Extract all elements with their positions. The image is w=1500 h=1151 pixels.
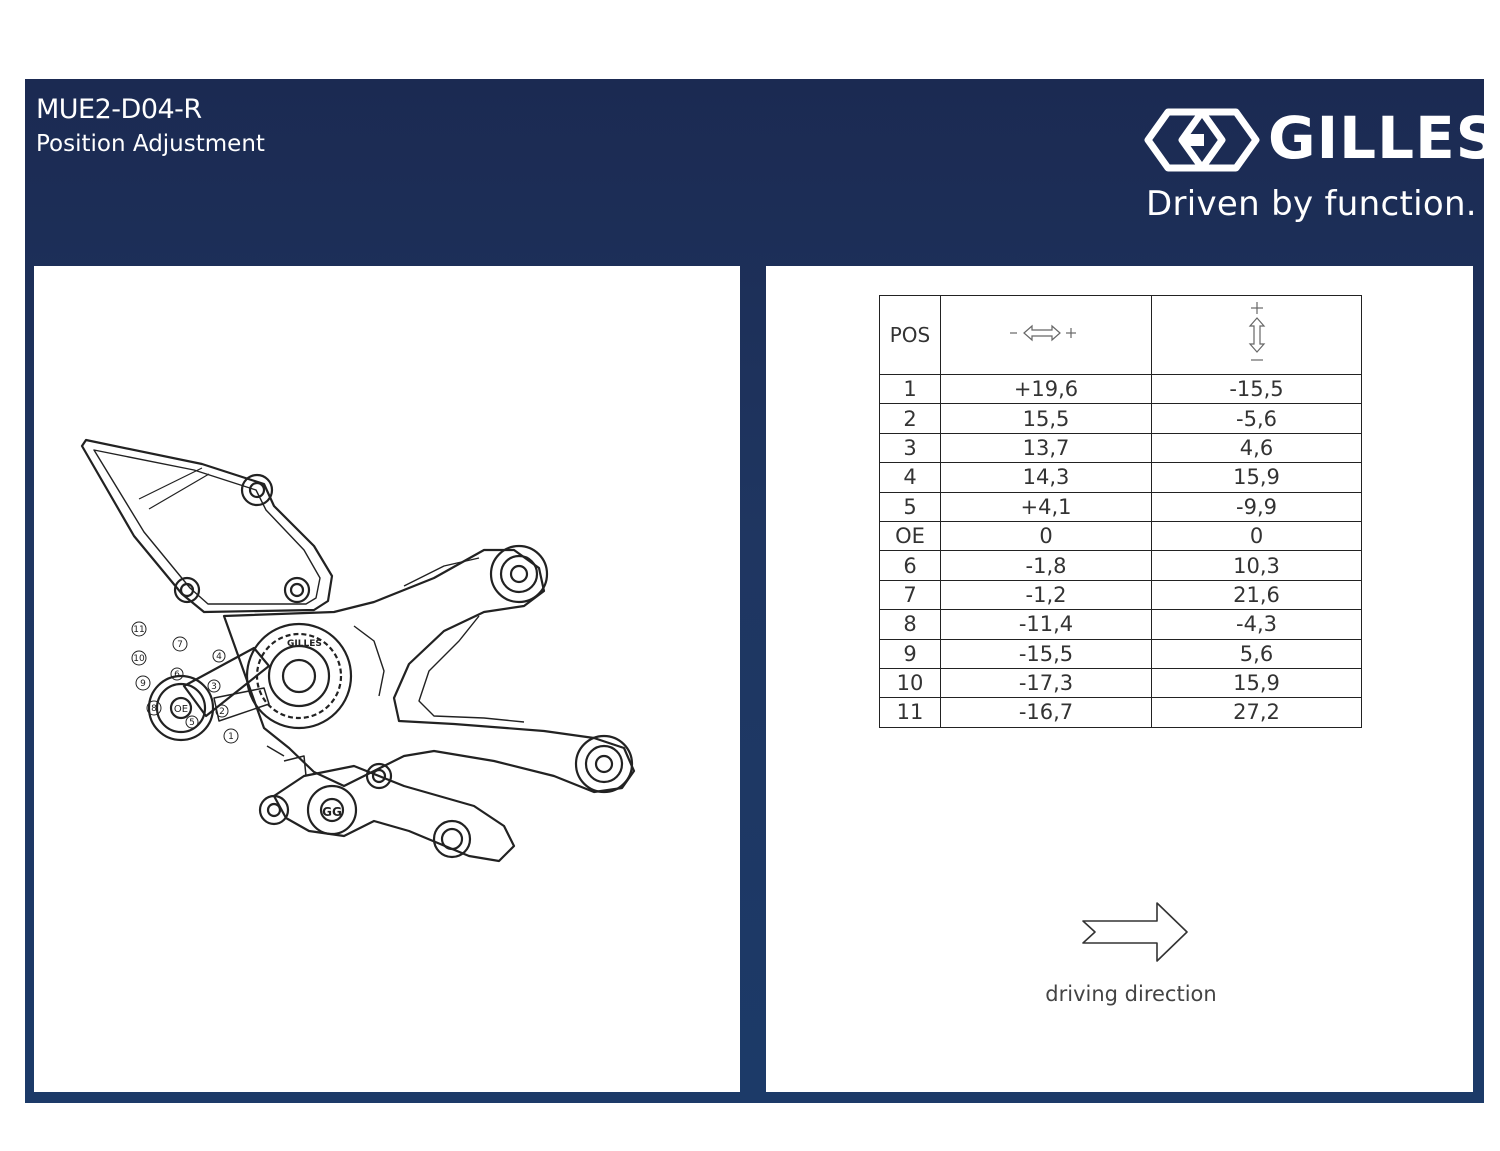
pos-cell: 4 (879, 462, 941, 493)
table-header-row: POS (879, 295, 1362, 375)
horizontal-cell: -1,2 (940, 579, 1152, 611)
svg-text:8: 8 (151, 704, 157, 714)
vertical-cell: -15,5 (1151, 373, 1362, 405)
svg-text:OE: OE (174, 704, 188, 715)
pos-cell: 8 (879, 609, 941, 640)
horizontal-adjust-arrows-icon (1010, 324, 1076, 342)
drawing-panel: GG GILLES OE 11 10 9 8 7 6 5 4 3 2 1 (34, 266, 740, 1092)
svg-text:4: 4 (216, 652, 222, 662)
svg-text:1: 1 (228, 732, 234, 742)
pos-cell: 9 (879, 638, 941, 669)
rearset-drawing: GG GILLES OE 11 10 9 8 7 6 5 4 3 2 1 (80, 438, 636, 863)
horizontal-cell: +19,6 (940, 373, 1152, 405)
vertical-cell: 10,3 (1151, 550, 1362, 581)
svg-text:10: 10 (133, 654, 145, 664)
svg-text:2: 2 (219, 707, 225, 717)
vertical-cell: 21,6 (1151, 579, 1362, 611)
vertical-cell: 15,9 (1151, 667, 1362, 699)
vertical-cell: 27,2 (1151, 697, 1362, 728)
pos-cell: 7 (879, 579, 941, 611)
document-subtitle: Position Adjustment (36, 131, 265, 157)
svg-text:GILLES: GILLES (287, 639, 322, 649)
pos-cell: 3 (879, 432, 941, 464)
vertical-cell: -5,6 (1151, 403, 1362, 434)
heel-plate (80, 438, 334, 614)
vertical-cell: -4,3 (1151, 609, 1362, 640)
pos-cell: 2 (879, 403, 941, 434)
horizontal-cell: 13,7 (940, 432, 1152, 464)
horizontal-cell: -1,8 (940, 550, 1152, 581)
brand-name: GILLES (1268, 104, 1499, 172)
table-row: 5+4,1-9,9 (879, 491, 1362, 522)
brand-tagline: Driven by function. (1146, 184, 1477, 224)
table-row: 8-11,4-4,3 (879, 609, 1362, 640)
position-table: POS (879, 295, 1362, 728)
vertical-adjust-arrows-icon (1248, 302, 1265, 361)
horizontal-cell: -15,5 (940, 638, 1152, 669)
horizontal-cell: -16,7 (940, 697, 1152, 728)
vertical-cell: -9,9 (1151, 491, 1362, 522)
svg-text:6: 6 (174, 670, 180, 680)
horizontal-header (940, 295, 1152, 375)
pos-cell: OE (879, 520, 941, 552)
horizontal-cell: 15,5 (940, 403, 1152, 434)
pos-header: POS (879, 295, 941, 375)
table-panel: POS (766, 266, 1473, 1092)
pos-cell: 10 (879, 667, 941, 699)
svg-text:9: 9 (140, 679, 146, 689)
svg-text:3: 3 (211, 682, 217, 692)
pos-cell: 1 (879, 373, 941, 405)
vertical-cell: 15,9 (1151, 462, 1362, 493)
right-arrow-icon (1082, 902, 1188, 962)
horizontal-cell: +4,1 (940, 491, 1152, 522)
svg-text:11: 11 (133, 625, 144, 635)
svg-text:GG: GG (322, 805, 342, 819)
driving-direction-label: driving direction (1045, 982, 1217, 1006)
horizontal-cell: -17,3 (940, 667, 1152, 699)
vertical-cell: 4,6 (1151, 432, 1362, 464)
gilles-logo-icon (1144, 108, 1260, 172)
pos-cell: 5 (879, 491, 941, 522)
horizontal-cell: 0 (940, 520, 1152, 552)
table-row: 1+19,6-15,5 (879, 373, 1362, 405)
horizontal-cell: -11,4 (940, 609, 1152, 640)
svg-text:7: 7 (177, 640, 183, 650)
svg-text:5: 5 (189, 718, 195, 728)
vertical-cell: 0 (1151, 520, 1362, 552)
document-title: MUE2-D04-R (36, 94, 202, 125)
vertical-cell: 5,6 (1151, 638, 1362, 669)
pos-cell: 6 (879, 550, 941, 581)
pos-cell: 11 (879, 697, 941, 728)
horizontal-cell: 14,3 (940, 462, 1152, 493)
vertical-header (1151, 295, 1362, 375)
